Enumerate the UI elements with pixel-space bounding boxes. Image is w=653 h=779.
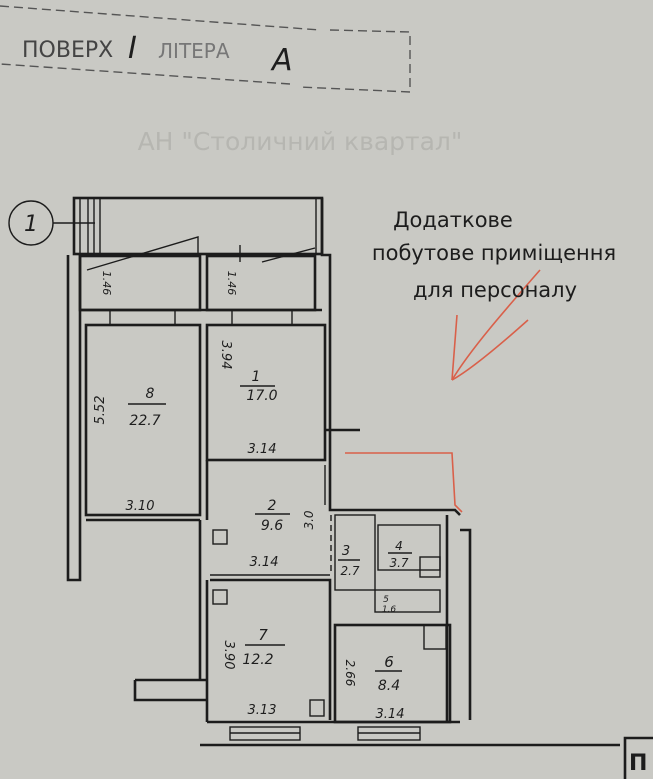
annotation-line: Додаткове [393,208,513,232]
svg-text:3: 3 [342,544,350,559]
svg-text:7: 7 [258,626,268,644]
corner-box: П [623,736,653,779]
annotation-line: побутове приміщення [372,241,616,265]
watermark: АН "Столичний квартал" [138,127,463,156]
red-annotation-marks [345,269,541,513]
axis-marker: 1 [8,200,95,246]
walls [66,198,620,747]
stamp-section-value: A [270,43,293,78]
svg-text:17.0: 17.0 [246,388,277,404]
svg-text:6: 6 [384,653,394,671]
room-4: 4 3.7 [388,539,412,570]
svg-text:22.7: 22.7 [129,413,160,429]
svg-text:3.14: 3.14 [250,555,279,570]
svg-text:8: 8 [146,386,155,402]
svg-text:3.0: 3.0 [302,510,316,529]
room-6: 6 8.4 2.66 3.14 [343,653,404,722]
svg-text:5: 5 [383,595,389,605]
annotation-line: для персоналу [413,278,577,302]
svg-text:9.6: 9.6 [261,518,283,534]
svg-text:1: 1 [252,369,261,385]
svg-text:3.13: 3.13 [248,703,277,718]
balcony [72,196,324,271]
room-7: 7 12.2 3.90 3.13 [221,626,285,718]
svg-text:2.7: 2.7 [340,564,359,578]
svg-text:8.4: 8.4 [378,678,400,694]
stamp-floor-value: I [128,31,137,66]
corner-text: П [629,751,647,776]
loggias: 1.46 1.46 [78,254,322,325]
svg-text:2: 2 [268,498,277,514]
svg-text:3.7: 3.7 [389,556,408,570]
svg-text:5.52: 5.52 [93,396,108,425]
room-1: 1 17.0 3.94 3.14 [218,341,278,457]
svg-text:2.66: 2.66 [343,660,357,687]
loggia-dim: 1.46 [225,271,238,296]
svg-text:3.90: 3.90 [221,641,236,670]
windows [229,726,421,741]
room-3: 3 2.7 [338,544,360,578]
room-8: 8 22.7 5.52 3.10 [93,386,166,514]
svg-text:1.6: 1.6 [382,605,397,615]
stamp-section-label: ЛІТЕРА [158,39,230,63]
axis-marker-label: 1 [24,212,38,237]
svg-text:3.94: 3.94 [218,341,233,370]
svg-text:3.14: 3.14 [248,442,277,457]
room-2: 2 9.6 3.0 3.14 [250,498,316,570]
loggia-dim: 1.46 [100,271,113,296]
svg-text:4: 4 [395,539,403,553]
stamp: ПОВЕРХ I ЛІТЕРА A [0,5,411,93]
stamp-floor-label: ПОВЕРХ [22,38,113,63]
svg-text:3.14: 3.14 [376,707,405,722]
annotation: Додаткове побутове приміщення для персон… [372,208,616,302]
svg-text:3.10: 3.10 [126,499,155,514]
room-5: 5 1.6 [382,595,397,615]
svg-text:12.2: 12.2 [242,652,273,668]
